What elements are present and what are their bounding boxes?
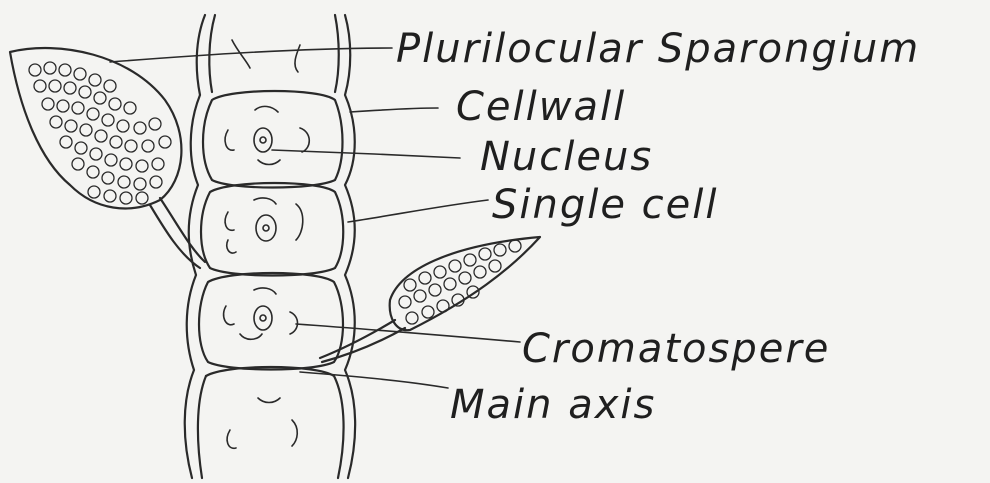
leader-chromatosphere bbox=[296, 324, 520, 342]
label-nucleus: Nucleus bbox=[480, 134, 653, 180]
leader-nucleus bbox=[272, 150, 460, 158]
leader-main-axis bbox=[300, 372, 448, 388]
cell-contents bbox=[224, 40, 310, 448]
plurilocular-sporangium-left bbox=[10, 48, 205, 268]
leader-cell-wall bbox=[350, 108, 438, 112]
label-single-cell: Single cell bbox=[492, 182, 719, 228]
label-chromatosphere: Cromatospere bbox=[522, 326, 830, 372]
label-cell-wall: Cellwall bbox=[456, 84, 626, 130]
label-sporangium: Plurilocular Sparongium bbox=[396, 26, 920, 72]
leader-single-cell bbox=[348, 200, 488, 222]
label-main-axis: Main axis bbox=[450, 382, 656, 428]
main-axis-filament bbox=[185, 15, 355, 478]
